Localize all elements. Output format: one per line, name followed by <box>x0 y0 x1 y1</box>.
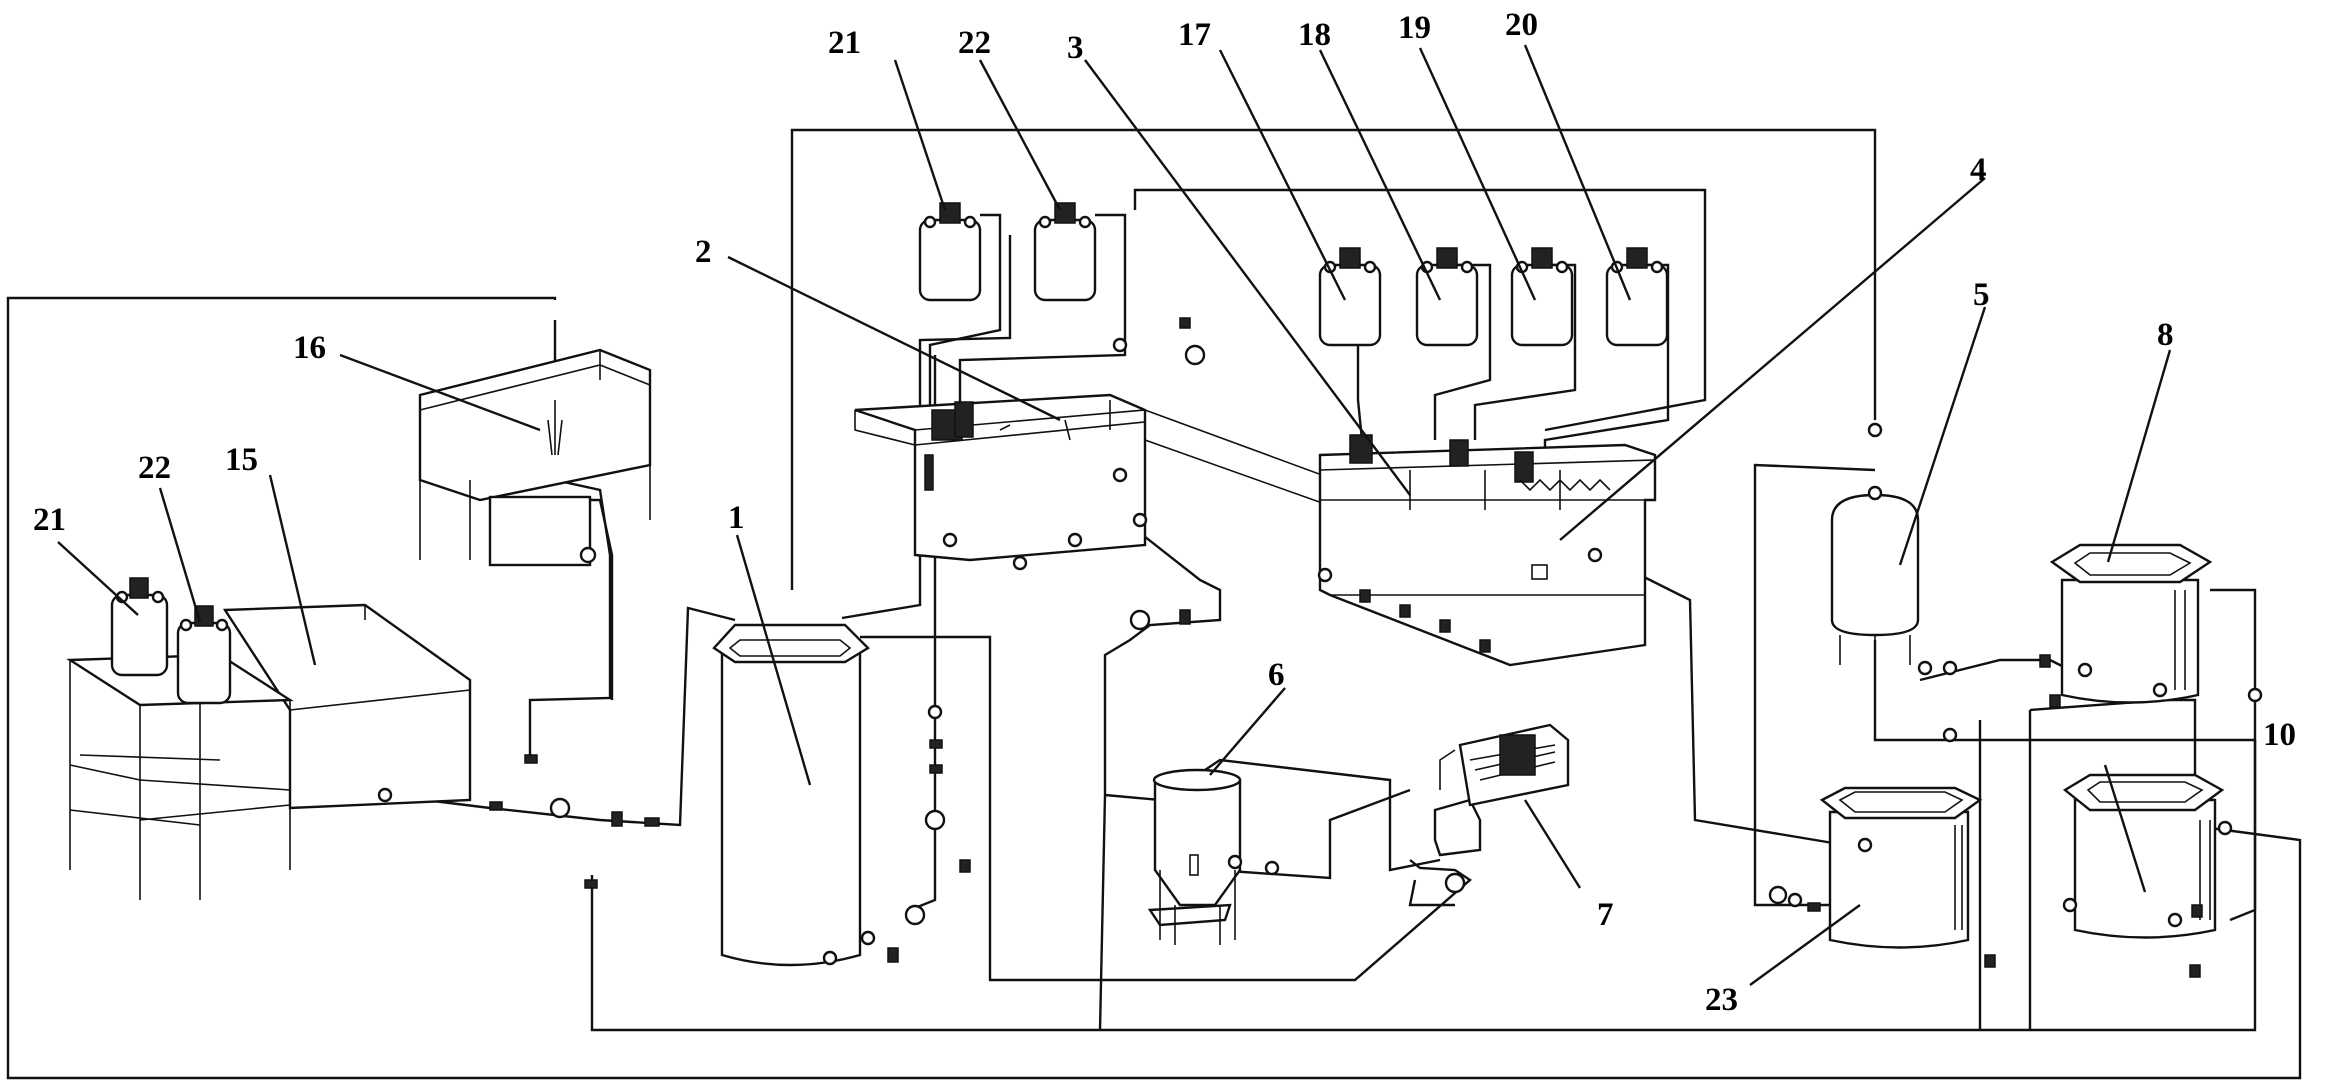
label-22-left: 22 <box>138 450 171 486</box>
reagent-drums <box>110 202 1669 705</box>
tank-15 <box>222 603 472 810</box>
label-4: 4 <box>1970 152 1987 188</box>
pipe-6-out <box>1214 788 1411 880</box>
tank-1 <box>712 623 870 967</box>
valves <box>377 317 2263 978</box>
leader-lines <box>57 44 2172 986</box>
drum-20 <box>1605 247 1669 347</box>
label-10: 10 <box>2263 717 2296 753</box>
tank-23 <box>1819 786 1983 949</box>
label-16: 16 <box>293 330 326 366</box>
label-15: 15 <box>225 442 258 478</box>
label-17: 17 <box>1178 17 1211 53</box>
reagent-header-pipe <box>1133 188 1707 432</box>
drum-22-left <box>176 605 232 705</box>
component-labels: 1 2 3 4 5 6 7 8 10 15 16 17 18 19 20 21 … <box>33 7 2296 1018</box>
pipe-22-to-2 <box>958 213 1127 420</box>
tank-6 <box>1147 768 1242 945</box>
label-20: 20 <box>1505 7 1538 43</box>
filter-press-7 <box>1433 723 1570 857</box>
label-2: 2 <box>695 234 712 270</box>
tank-3-4 <box>1318 434 1657 667</box>
pipe-2-drain <box>1104 758 1441 872</box>
drum-21-top <box>918 202 982 302</box>
drum-21-left <box>110 577 169 677</box>
pipe-21-to-2 <box>928 213 1002 420</box>
pipe-10-right <box>2229 740 2257 922</box>
label-1: 1 <box>728 500 745 536</box>
label-18: 18 <box>1298 17 1331 53</box>
label-7: 7 <box>1597 897 1614 933</box>
pipe-1-to-7 <box>860 635 1472 982</box>
pipe-18-to-3 <box>1433 263 1492 440</box>
top-header-pipe <box>790 128 1877 590</box>
outer-return-pipe <box>6 296 2302 1080</box>
label-21-left: 21 <box>33 502 66 538</box>
label-23: 23 <box>1705 982 1738 1018</box>
drum-18 <box>1415 247 1479 347</box>
pipe-7-down <box>1408 879 1455 907</box>
label-5: 5 <box>1973 277 1990 313</box>
label-21-top: 21 <box>828 25 861 61</box>
tank-10 <box>2062 773 2225 939</box>
tank-8 <box>2049 543 2213 704</box>
label-8: 8 <box>2157 317 2174 353</box>
tank-2 <box>854 393 1391 562</box>
tank-5 <box>1830 485 1920 665</box>
pipe-2-to-3 <box>1098 524 1222 1031</box>
drum-19 <box>1510 247 1574 347</box>
pipe-1-right <box>841 235 1012 620</box>
tank-16 <box>418 348 652 567</box>
drum-22-top <box>1033 202 1097 302</box>
drum-17 <box>1318 247 1382 347</box>
label-22-top: 22 <box>958 25 991 61</box>
label-3: 3 <box>1067 30 1084 66</box>
label-19: 19 <box>1398 10 1431 46</box>
label-6: 6 <box>1268 657 1285 693</box>
